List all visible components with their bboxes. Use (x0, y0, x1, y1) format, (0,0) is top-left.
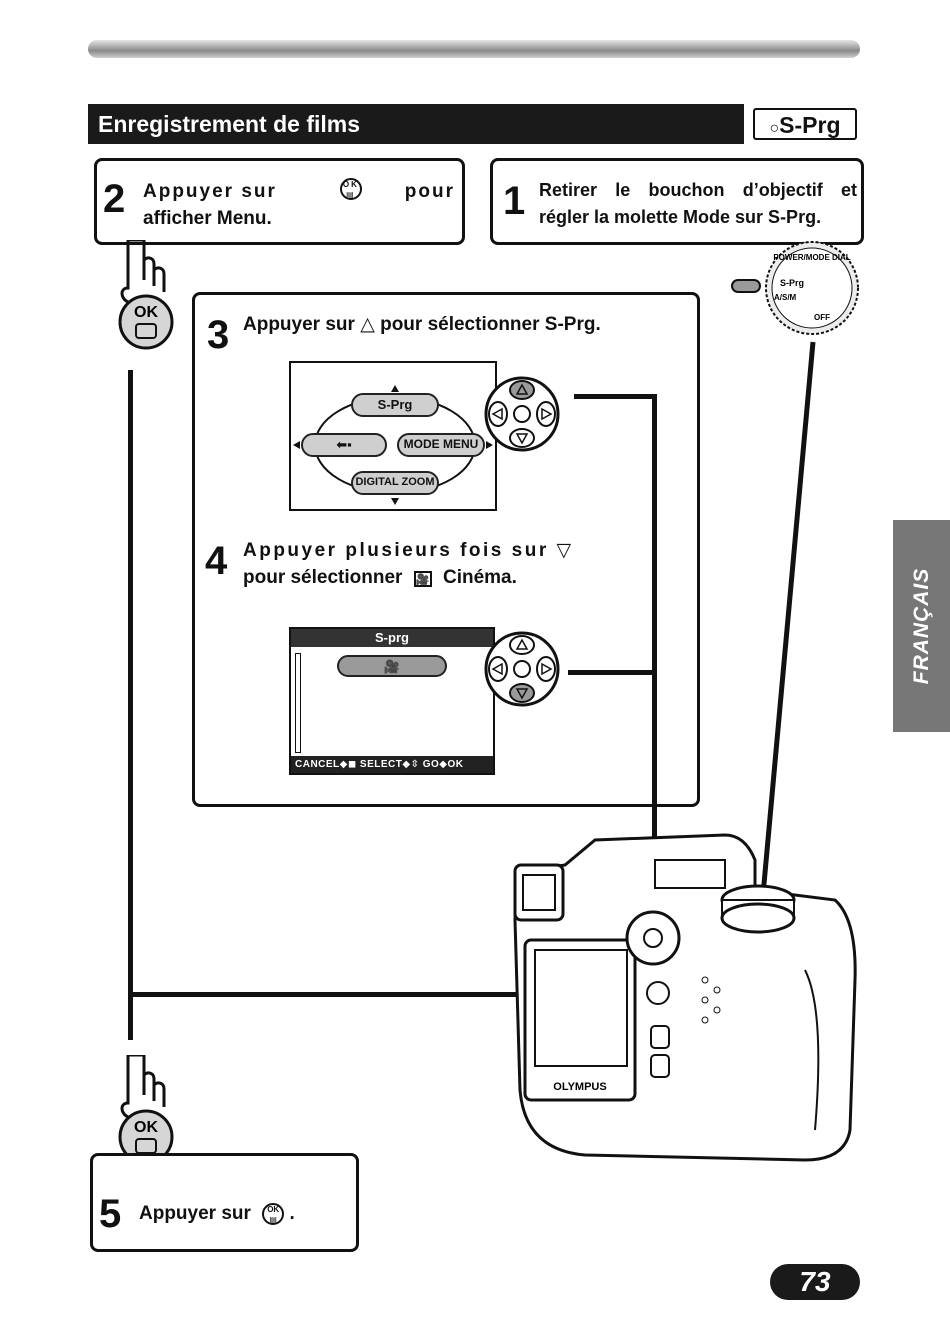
step-4-number: 4 (205, 539, 228, 583)
dial-pos-asm: A/S/M (774, 293, 797, 302)
movie-mode-icon[interactable]: ⬅▪ (301, 433, 387, 457)
menu-item-sprg[interactable]: S-Prg (351, 393, 439, 417)
step-2-number: 2 (103, 177, 126, 221)
movie-camera-icon: 🎥 (413, 571, 432, 587)
step-4-text-b: pour sélectionner (243, 567, 403, 588)
connector-dial (760, 341, 816, 896)
sprg-menu-screen: S-prg 🎥 CANCEL◆◼ SELECT◆⇳ GO◆OK (289, 627, 495, 775)
svg-text:OK: OK (134, 1119, 158, 1136)
section-title: Enregistrement de films (88, 104, 744, 144)
steps-3-4-box: 3 Appuyer sur △ pour sélectionner S-Prg.… (192, 292, 700, 807)
page-number: 73 (770, 1264, 860, 1300)
sprg-screen-footer: CANCEL◆◼ SELECT◆⇳ GO◆OK (291, 756, 493, 773)
pointing-finger-icon: OK (118, 240, 174, 350)
step-2-text: Appuyer sur OK▤ pour afficher Menu. (143, 178, 455, 232)
connector-left-vertical (128, 370, 133, 1040)
connector-pad2-h (568, 670, 656, 675)
mode-dial-icon: POWER/MODE DIAL S-Prg A/S/M OFF (731, 241, 859, 335)
step-4-text-c: Cinéma. (442, 567, 517, 588)
step-2-text-c: afficher Menu. (143, 208, 272, 229)
step-2-text-b: pour (404, 181, 455, 202)
scroll-bar (295, 653, 301, 753)
mode-badge: ○S-Prg (753, 108, 857, 140)
connector-pad1-h (574, 394, 656, 399)
step-4-text-a: Appuyer plusieurs fois sur ▽ (243, 540, 574, 561)
step-5-text: Appuyer sur OK▤ . (139, 1200, 295, 1227)
step-5-box: 5 Appuyer sur OK▤ . (90, 1153, 359, 1252)
mode-circle-icon: ○ (769, 120, 780, 137)
arrow-pad-up-icon (484, 376, 560, 452)
menu-item-digital-zoom[interactable]: DIGITAL ZOOM (351, 471, 439, 495)
mode-menu-screen: S-Prg ⬅▪ MODE MENU DIGITAL ZOOM (289, 361, 497, 511)
language-label: FRANÇAIS (909, 567, 933, 685)
step-3-number: 3 (207, 313, 230, 357)
step-5-text-a: Appuyer sur (139, 1203, 251, 1224)
step-3-text: Appuyer sur △ pour sélectionner S-Prg. (243, 314, 601, 335)
camera-illustration: OLYMPUS (513, 833, 857, 1162)
dial-pos-sprg: S-Prg (780, 278, 804, 288)
step-1-number: 1 (503, 179, 526, 223)
sprg-screen-title: S-prg (291, 629, 493, 647)
ok-menu-icon-step5: OK▤ (262, 1202, 285, 1225)
step-4-text: Appuyer plusieurs fois sur ▽ pour sélect… (243, 537, 613, 591)
connector-left-horizontal (128, 992, 650, 997)
connector-pad-v (652, 394, 657, 914)
step-2-text-a: Appuyer sur (143, 181, 277, 202)
dial-label: POWER/MODE DIAL (773, 253, 850, 262)
step-2-box: 2 Appuyer sur OK▤ pour afficher Menu. (94, 158, 465, 245)
step-1-text: Retirer le bouchon d’objectif et régler … (539, 180, 857, 227)
step-5-number: 5 (99, 1192, 122, 1236)
pointing-finger-icon-bottom: OK (118, 1055, 174, 1165)
sprg-item-movie[interactable]: 🎥 (337, 655, 447, 677)
step-5-text-b: . (289, 1203, 295, 1224)
camera-brand: OLYMPUS (553, 1081, 606, 1093)
step-1-box: 1 Retirer le bouchon d’objectif et régle… (490, 158, 864, 245)
top-decorative-bar (88, 40, 860, 58)
language-side-tab: FRANÇAIS (893, 520, 950, 732)
dial-pos-off: OFF (814, 313, 830, 322)
ok-menu-icon: OK▤ (339, 178, 362, 200)
arrow-pad-down-icon (484, 631, 560, 707)
menu-item-mode-menu[interactable]: MODE MENU (397, 433, 485, 457)
mode-badge-label: S-Prg (779, 112, 841, 138)
svg-text:OK: OK (134, 304, 158, 321)
